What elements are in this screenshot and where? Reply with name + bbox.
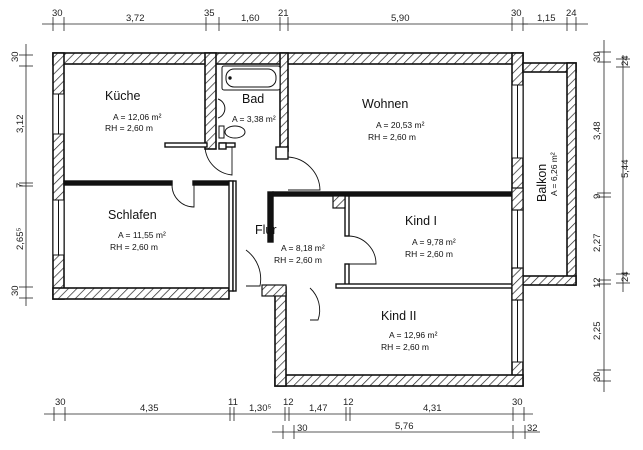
room-area: A = 3,38 m²: [232, 114, 276, 124]
dim-left-1: 3,12: [15, 115, 26, 134]
room-name: Wohnen: [362, 97, 408, 111]
dim-bottom-0: 30: [55, 397, 66, 408]
dim-bottom-7: 4,31: [423, 403, 442, 414]
dim-left-2: 7: [15, 183, 26, 188]
dimension-left: [19, 44, 33, 306]
room-kind-2: Kind II A = 12,96 m² RH = 2,60 m: [381, 309, 438, 352]
room-area: A = 6,26 m²: [549, 152, 559, 196]
dim-top-5: 5,90: [391, 13, 410, 24]
dim-top-3: 1,60: [241, 13, 260, 24]
room-area: A = 12,06 m²: [113, 112, 162, 122]
dim-right-inner-0: 30: [592, 51, 603, 62]
dim-top-2: 35: [204, 8, 215, 19]
dim-bottom-8: 30: [512, 397, 523, 408]
dim-bottom-5: 1,47: [309, 403, 328, 414]
dim-left-4: 30: [10, 285, 21, 296]
dim-right-inner-4: 12: [592, 277, 603, 288]
room-height: RH = 2,60 m: [105, 123, 153, 133]
room-height: RH = 2,60 m: [381, 342, 429, 352]
sink-icon: [217, 98, 226, 119]
room-flur: Flur A = 8,18 m² RH = 2,60 m: [255, 223, 325, 265]
dimension-left-labels: 30 3,12 7 2,65⁵ 30: [10, 51, 26, 296]
room-height: RH = 2,60 m: [274, 255, 322, 265]
dim-right-inner-1: 3,48: [592, 122, 603, 141]
room-area: A = 20,53 m²: [376, 120, 425, 130]
room-name: Schlafen: [108, 208, 157, 222]
dim-right-outer-0: 24: [620, 55, 631, 66]
door-pillars: [261, 187, 524, 301]
dim-top-6: 30: [511, 8, 522, 19]
dim-top-0: 30: [52, 8, 63, 19]
room-area: A = 9,78 m²: [412, 237, 456, 247]
toilet-icon: [218, 125, 246, 139]
dim-bottom2-1: 5,76: [395, 421, 414, 432]
dimension-top-labels: 30 3,72 35 1,60 21 5,90 30 1,15 24: [52, 8, 577, 24]
room-area: A = 11,55 m²: [118, 230, 166, 240]
dim-right-inner-2: 9: [592, 194, 603, 199]
dim-bottom-3: 1,30⁵: [249, 403, 271, 414]
room-balkon: Balkon A = 6,26 m²: [535, 152, 559, 202]
room-area: A = 12,96 m²: [389, 330, 438, 340]
dim-right-outer-2: 24: [620, 271, 631, 282]
room-name: Bad: [242, 92, 264, 106]
room-schlafen: Schlafen A = 11,55 m² RH = 2,60 m: [108, 208, 166, 252]
room-height: RH = 2,60 m: [368, 132, 416, 142]
room-kind-1: Kind I A = 9,78 m² RH = 2,60 m: [405, 214, 456, 259]
dim-left-0: 30: [10, 51, 21, 62]
room-name: Balkon: [535, 164, 549, 202]
dim-left-3: 2,65⁵: [15, 228, 26, 250]
room-name: Kind II: [381, 309, 416, 323]
dim-top-1: 3,72: [126, 13, 145, 24]
room-height: RH = 2,60 m: [110, 242, 158, 252]
dim-bottom2-0: 30: [297, 423, 308, 434]
door-swings: [171, 146, 377, 321]
dimension-top: [42, 17, 588, 31]
dim-bottom2-2: 32: [527, 423, 538, 434]
room-height: RH = 2,60 m: [405, 249, 453, 259]
dim-right-outer-1: 5,44: [620, 160, 631, 179]
dim-top-8: 24: [566, 8, 577, 19]
room-wohnen: Wohnen A = 20,53 m² RH = 2,60 m: [362, 97, 425, 142]
dim-bottom-6: 12: [343, 397, 354, 408]
room-name: Kind I: [405, 214, 437, 228]
dim-right-inner-6: 30: [592, 371, 603, 382]
dim-bottom-2: 11: [228, 397, 238, 408]
dim-bottom-4: 12: [283, 397, 294, 408]
dimension-bottom-labels: 30 4,35 11 1,30⁵ 12 1,47 12 4,31 30 30 5…: [55, 397, 538, 434]
room-name: Flur: [255, 223, 277, 237]
dimension-right-labels: 30 3,48 9 2,27 12 2,25 30 24 5,44 24: [592, 51, 631, 382]
dim-bottom-1: 4,35: [140, 403, 159, 414]
room-area: A = 8,18 m²: [281, 243, 325, 253]
bathtub-icon: [221, 65, 281, 91]
dim-top-4: 21: [278, 8, 289, 19]
dimension-bottom: [44, 407, 540, 439]
dim-right-inner-5: 2,25: [592, 322, 603, 341]
dimension-right: [597, 40, 630, 392]
dim-right-inner-3: 2,27: [592, 234, 603, 253]
room-kueche: Küche A = 12,06 m² RH = 2,60 m: [105, 89, 162, 133]
room-name: Küche: [105, 89, 140, 103]
dim-top-7: 1,15: [537, 13, 556, 24]
room-bad: Bad A = 3,38 m²: [232, 92, 276, 124]
